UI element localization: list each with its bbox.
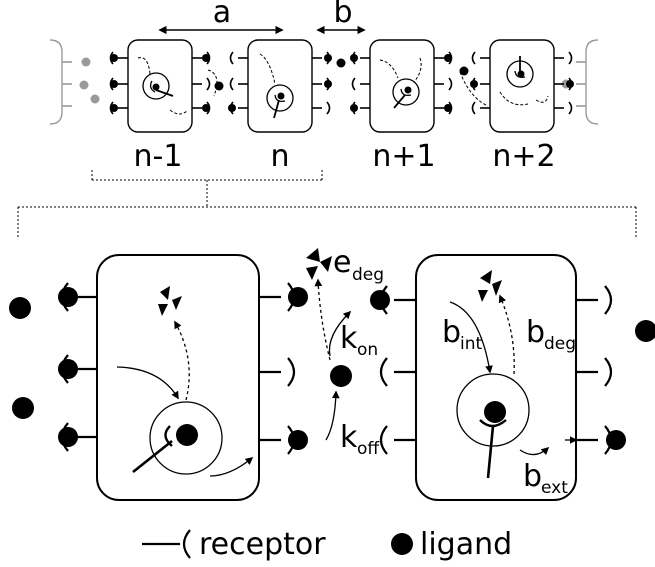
- rate-k-off: k off: [340, 420, 380, 459]
- top-row: a b n-1 n n+1 n+2: [49, 0, 599, 174]
- cell-n-minus-1: [127, 39, 193, 133]
- svg-text:deg: deg: [544, 334, 576, 354]
- legend-ligand-label: ligand: [420, 527, 512, 562]
- zoom-bracket: [17, 170, 637, 238]
- legend: receptor ligand: [142, 527, 512, 562]
- spacing-b-label: b: [333, 0, 352, 30]
- svg-text:ext: ext: [541, 478, 568, 498]
- degraded-ligand-icon: [158, 248, 502, 316]
- cell-label-n-plus-1: n+1: [372, 139, 435, 174]
- zoom-panel: e deg k on k off b int b deg b ext: [9, 245, 655, 501]
- svg-text:k: k: [340, 420, 358, 455]
- cell-label-n-minus-1: n-1: [134, 139, 183, 174]
- svg-text:int: int: [460, 334, 482, 354]
- svg-text:on: on: [357, 340, 378, 360]
- svg-text:k: k: [340, 321, 358, 356]
- big-cell-left: [96, 254, 260, 501]
- internalized-receptor-right: [456, 373, 530, 479]
- cell-n: [247, 39, 313, 133]
- cell-label-n: n: [270, 139, 289, 174]
- svg-text:b: b: [526, 315, 545, 350]
- legend-receptor-label: receptor: [199, 527, 326, 562]
- svg-text:e: e: [333, 245, 351, 280]
- rate-b-deg: b deg: [526, 315, 576, 354]
- svg-text:b: b: [442, 315, 461, 350]
- rate-e-deg: e deg: [333, 245, 384, 285]
- internalized-receptor-left: [132, 401, 223, 475]
- rate-k-on: k on: [340, 321, 378, 360]
- legend-ligand-icon: [391, 533, 413, 555]
- cell-label-n-plus-2: n+2: [492, 139, 555, 174]
- rate-b-int: b int: [442, 315, 482, 354]
- big-cell-right: [415, 254, 577, 501]
- svg-text:deg: deg: [352, 265, 384, 285]
- cell-n-plus-1: [369, 39, 435, 133]
- rate-b-ext: b ext: [523, 459, 568, 498]
- spacing-a-label: a: [213, 0, 231, 30]
- cell-n-plus-2: [489, 39, 555, 133]
- svg-text:off: off: [357, 439, 380, 459]
- svg-text:b: b: [523, 459, 542, 494]
